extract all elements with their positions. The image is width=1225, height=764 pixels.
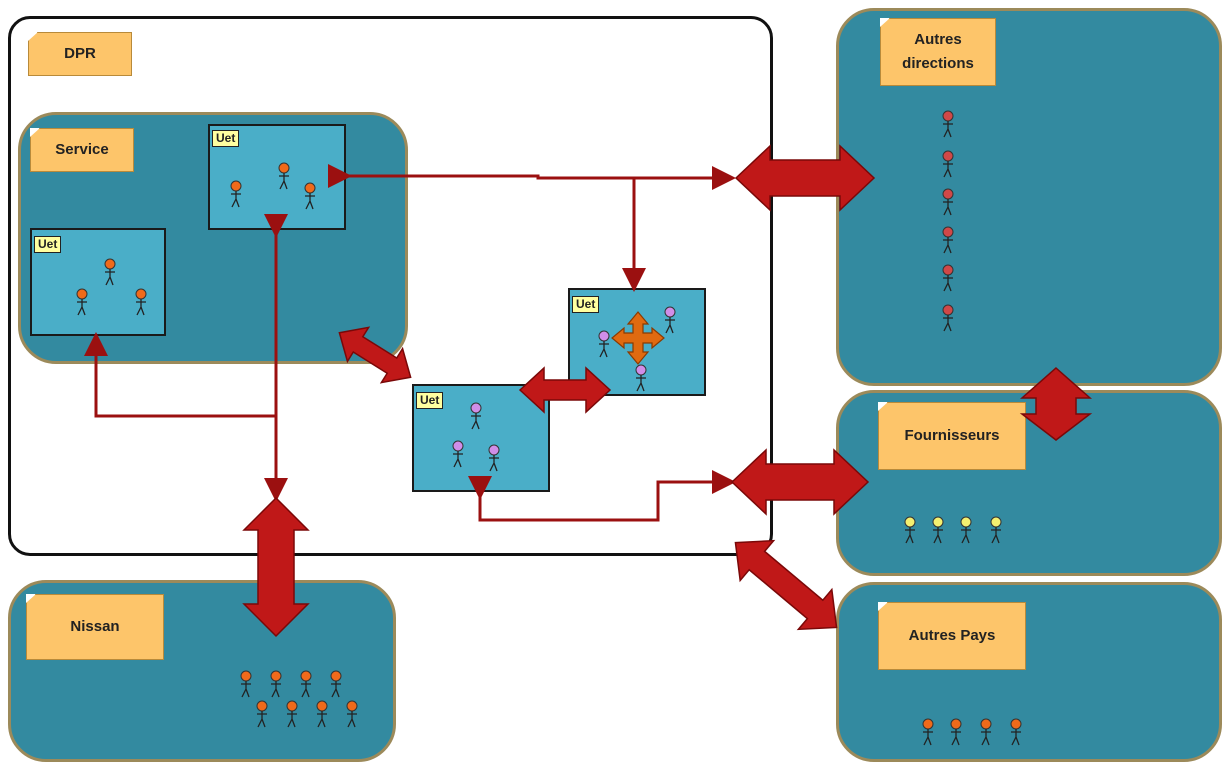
person-figure (286, 700, 298, 728)
arrow-nissan (242, 496, 310, 638)
person-figure (942, 226, 954, 254)
person-figure (230, 180, 242, 208)
uet-tag: Uet (34, 236, 62, 253)
person-figure (278, 162, 290, 190)
dpr-label: DPR (28, 32, 132, 76)
connector-uet-to-directions (328, 164, 736, 190)
person-figure (904, 516, 916, 544)
connector-uet-to-fournisseurs (468, 470, 736, 522)
person-figure (304, 182, 316, 210)
person-figure (270, 670, 282, 698)
person-figure (1010, 718, 1022, 746)
uet-tag: Uet (212, 130, 240, 147)
autres-pays-label: Autres Pays (878, 602, 1026, 670)
person-figure (942, 304, 954, 332)
person-figure (470, 402, 482, 430)
arrow-fournisseurs (730, 448, 870, 516)
person-figure (330, 670, 342, 698)
person-figure (942, 150, 954, 178)
connector-to-left-uet (84, 332, 276, 418)
fournisseurs-zone (836, 390, 1222, 576)
person-figure (664, 306, 676, 334)
uet-tag: Uet (416, 392, 444, 409)
move-icon (611, 311, 665, 365)
arrow-directions-fournisseurs (1019, 366, 1093, 441)
person-figure (104, 258, 116, 286)
service-label: Service (30, 128, 134, 172)
arrow-directions (734, 144, 876, 212)
autres-directions-label: Autres directions (880, 18, 996, 86)
person-figure (950, 718, 962, 746)
person-figure (452, 440, 464, 468)
person-figure (635, 364, 647, 392)
person-figure (942, 110, 954, 138)
people-figures (76, 110, 1022, 746)
person-figure (942, 188, 954, 216)
person-figure (240, 670, 252, 698)
person-figure (960, 516, 972, 544)
person-figure (598, 330, 610, 358)
big-arrows (242, 144, 1093, 638)
person-figure (316, 700, 328, 728)
arrow-service-uet (338, 326, 412, 384)
person-figure (346, 700, 358, 728)
arrow-between-uets (518, 366, 612, 414)
person-figure (256, 700, 268, 728)
connector-lines (84, 164, 736, 522)
person-figure (922, 718, 934, 746)
uet-tag: Uet (572, 296, 600, 313)
person-figure (135, 288, 147, 316)
person-figure (76, 288, 88, 316)
person-figure (942, 264, 954, 292)
nissan-label: Nissan (26, 594, 164, 660)
person-figure (932, 516, 944, 544)
person-figure (488, 444, 500, 472)
person-figure (300, 670, 312, 698)
fournisseurs-label: Fournisseurs (878, 402, 1026, 470)
arrow-autres-pays (734, 539, 838, 631)
person-figure (990, 516, 1002, 544)
person-figure (980, 718, 992, 746)
